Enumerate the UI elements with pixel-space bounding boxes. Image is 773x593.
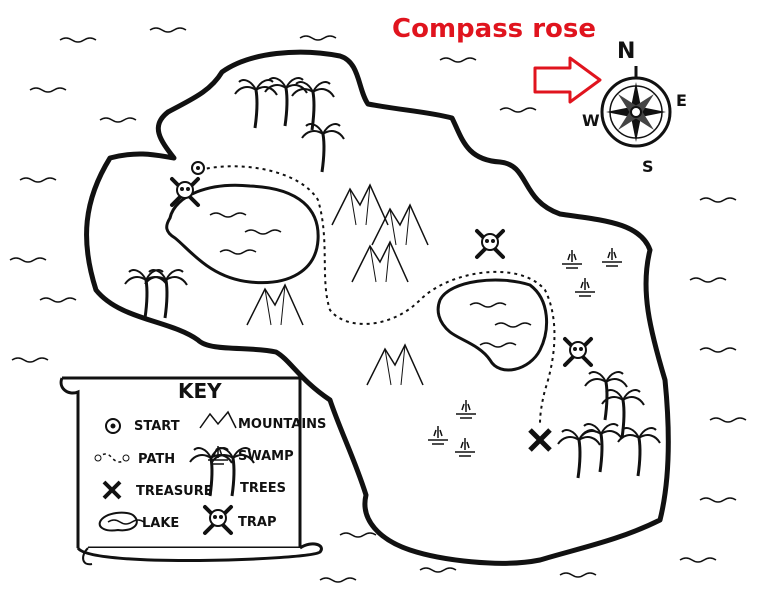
key-label-treasure: TREASURE [136, 484, 213, 499]
compass-north: N [617, 39, 635, 64]
map-key [59, 376, 323, 566]
mountains-icon [199, 410, 237, 429]
treasure-icon [102, 480, 122, 500]
lake-icon [98, 511, 145, 532]
island [84, 49, 671, 566]
lake-west [165, 183, 320, 285]
start-icon [105, 418, 121, 434]
key-label-mountains: MOUNTAINS [238, 417, 326, 432]
compass-rose [600, 66, 672, 148]
path-icon [94, 453, 130, 463]
key-label-swamp: SWAMP [238, 449, 294, 464]
key-label-lake: LAKE [142, 516, 179, 531]
key-label-start: START [134, 419, 180, 434]
compass-rose-annotation: Compass rose [392, 14, 596, 44]
compass-south: S [642, 157, 654, 176]
key-label-path: PATH [138, 452, 175, 467]
lake-east [436, 278, 549, 372]
key-label-trap: TRAP [238, 515, 276, 530]
treasure-path [199, 165, 556, 426]
compass-east: E [676, 91, 687, 110]
treasure-x [528, 428, 552, 452]
compass-west: W [582, 111, 600, 130]
key-label-trees: TREES [240, 481, 286, 496]
annotation-arrow [533, 56, 602, 104]
key-title: KEY [178, 379, 222, 403]
